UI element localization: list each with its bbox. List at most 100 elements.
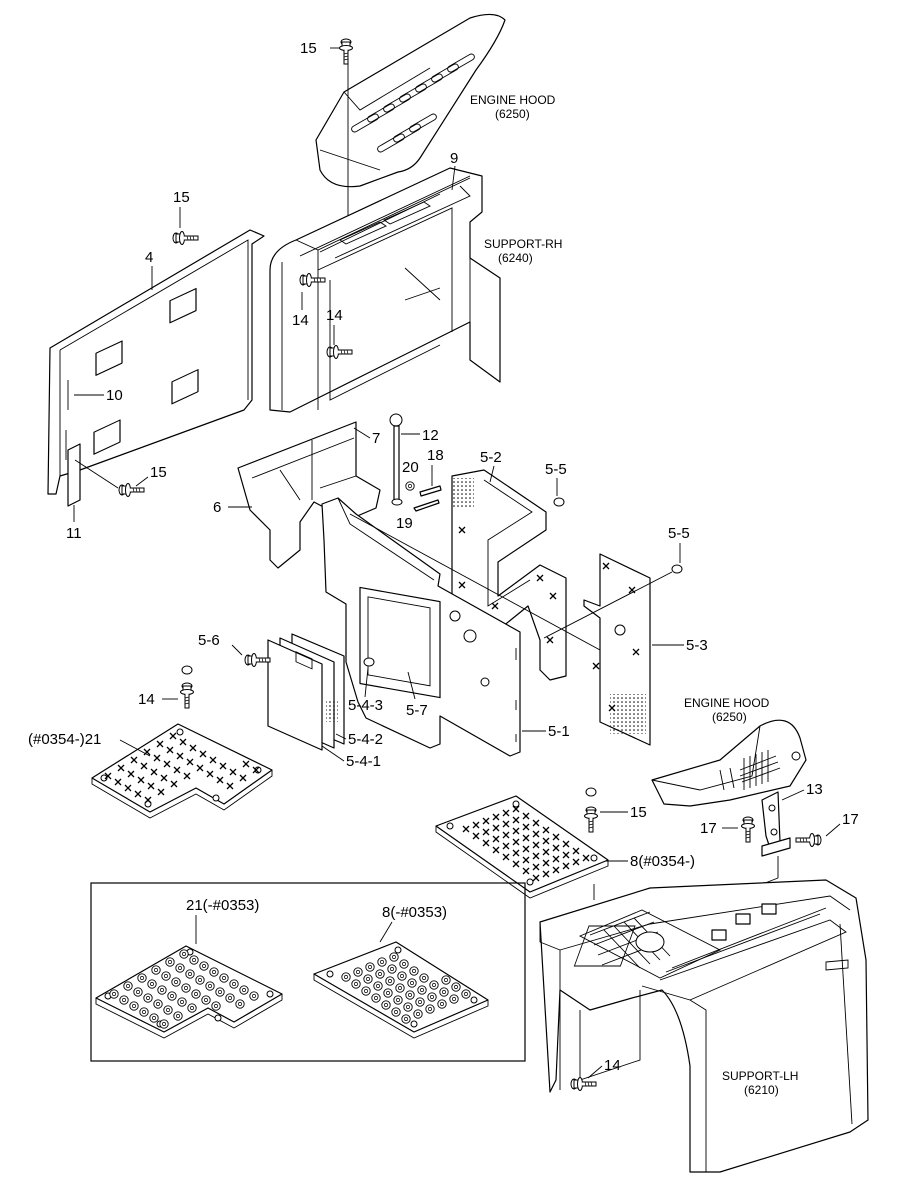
label-7: 7: [372, 430, 380, 447]
hood-top-name: ENGINE HOOD: [470, 93, 556, 107]
ring-mark: [109, 989, 119, 999]
label-5-4-2: 5-4-2: [348, 731, 383, 748]
hood-top-code: (6250): [495, 107, 530, 121]
ring-mark: [137, 973, 147, 983]
ring-mark: [209, 967, 219, 977]
ring-mark: [417, 985, 427, 995]
ring-mark: [195, 975, 205, 985]
ring-mark: [405, 990, 415, 1000]
ring-mark: [341, 972, 351, 982]
ring-mark: [123, 981, 133, 991]
washer-icon: [181, 665, 193, 675]
ring-mark: [179, 949, 189, 959]
ring-mark: [205, 981, 215, 991]
ring-mark: [407, 978, 417, 988]
hood-right-code: (6250): [712, 710, 747, 724]
ring-mark: [429, 980, 439, 990]
ring-mark: [391, 1007, 401, 1017]
label-21: (#0354-)21: [28, 731, 101, 748]
ring-mark: [211, 1001, 221, 1011]
plate-5-1: [321, 497, 521, 757]
label-19: 19: [396, 515, 413, 532]
ring-mark: [133, 987, 143, 997]
ring-mark: [377, 957, 387, 967]
ring-mark: [361, 986, 371, 996]
label-12: 12: [422, 427, 439, 444]
ring-mark: [177, 997, 187, 1007]
ring-mark: [415, 997, 425, 1007]
pin-19: [413, 499, 440, 512]
label-5-2: 5-2: [480, 449, 502, 466]
ring-mark: [215, 987, 225, 997]
ring-mark: [119, 995, 129, 1005]
support-lh-frame: [539, 879, 869, 1173]
label-4: 4: [145, 249, 153, 266]
label-5-5-a: 5-5: [545, 461, 567, 478]
label-14-d: 14: [604, 1057, 621, 1074]
nut-5-5: [671, 564, 683, 574]
washer-icon: [405, 481, 415, 491]
bolt-icon: [795, 833, 822, 847]
ring-mark: [371, 993, 381, 1003]
label-5-1: 5-1: [548, 723, 570, 740]
label-17-b: 17: [842, 811, 859, 828]
ring-mark: [229, 979, 239, 989]
ring-mark: [157, 985, 167, 995]
ring-mark: [153, 999, 163, 1009]
cover-5-4: [267, 633, 345, 751]
panel-5-3: [583, 553, 651, 746]
support-rh-name: SUPPORT-RH: [484, 237, 562, 251]
ring-mark: [167, 991, 177, 1001]
label-5-5-b: 5-5: [668, 525, 690, 542]
ring-mark: [399, 959, 409, 969]
engine-hood-right: [651, 719, 807, 807]
ring-mark: [413, 1009, 423, 1019]
engine-hood-top: [315, 13, 506, 188]
cover-6-7: [237, 421, 381, 569]
ring-mark: [409, 966, 419, 976]
ring-mark: [403, 1002, 413, 1012]
label-14-c: 14: [138, 691, 155, 708]
ring-mark: [449, 994, 459, 1004]
ring-mark: [225, 993, 235, 1003]
ring-mark: [185, 969, 195, 979]
ring-mark: [441, 975, 451, 985]
ring-mark: [373, 981, 383, 991]
ring-mark: [387, 964, 397, 974]
ring-mark: [171, 977, 181, 987]
ring-mark: [383, 988, 393, 998]
label-6: 6: [213, 499, 221, 516]
ring-mark: [397, 971, 407, 981]
ring-mark: [173, 1011, 183, 1021]
label-5-6: 5-6: [198, 632, 220, 649]
label-10: 10: [106, 387, 123, 404]
label-5-4-1: 5-4-1: [346, 753, 381, 770]
support-rh-frame: [269, 167, 501, 413]
ring-mark: [219, 973, 229, 983]
label-8-old: 8(-#0353): [382, 904, 447, 921]
hinge-13: [761, 791, 791, 857]
ring-mark: [147, 979, 157, 989]
nut-5-4-3: [363, 657, 375, 667]
label-11: 11: [66, 525, 82, 542]
ring-mark: [175, 963, 185, 973]
label-9: 9: [450, 150, 458, 167]
bolt-icon: [741, 816, 755, 843]
bolt-icon: [244, 653, 271, 667]
ring-mark: [129, 1001, 139, 1011]
label-5-4-3: 5-4-3: [348, 697, 383, 714]
washer-icon: [585, 787, 597, 797]
step-plate-21-old: [95, 945, 283, 1039]
rod-12: [389, 413, 403, 506]
ring-mark: [363, 974, 373, 984]
support-lh-name: SUPPORT-LH: [722, 1069, 798, 1083]
ring-mark: [249, 991, 259, 1001]
ring-mark: [151, 965, 161, 975]
label-13: 13: [806, 781, 823, 798]
ring-mark: [451, 982, 461, 992]
step-plate-8-old: [313, 941, 489, 1039]
label-15-top: 15: [300, 40, 317, 57]
ring-mark: [149, 1013, 159, 1023]
pin-18: [419, 485, 442, 497]
label-14-b: 14: [326, 307, 343, 324]
